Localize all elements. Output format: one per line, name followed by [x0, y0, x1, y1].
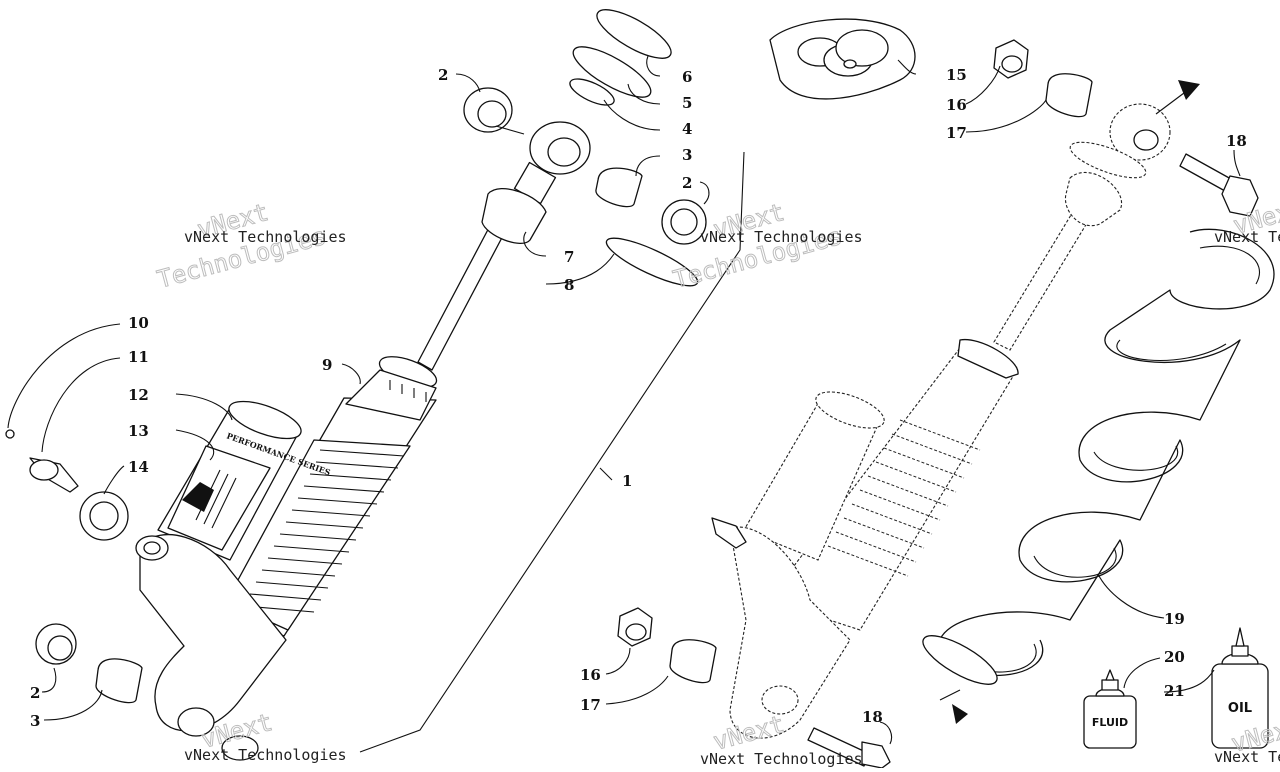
washer-4 — [569, 78, 615, 106]
bump-stop-7 — [481, 188, 547, 245]
callout-19: 19 — [1164, 610, 1185, 628]
callout-16-top: 16 — [946, 96, 967, 114]
callout-15: 15 — [946, 66, 967, 84]
body-threads — [243, 449, 405, 613]
callout-13: 13 — [128, 422, 149, 440]
svg-text:vNext Technologies: vNext Technologies — [1214, 228, 1280, 246]
right-lower-eye — [711, 517, 851, 739]
bushing-2-bottom — [35, 623, 77, 665]
screw-10 — [5, 429, 15, 439]
callout-6: 6 — [682, 68, 692, 86]
nut-5 — [572, 46, 652, 98]
callout-3-mid: 3 — [682, 146, 692, 164]
fluid-bottle-20: FLUID — [1083, 669, 1137, 749]
svg-text:vNext Technologies: vNext Technologies — [700, 228, 863, 246]
callout-1: 1 — [622, 472, 632, 490]
callout-16-bottom: 16 — [580, 666, 601, 684]
callout-10: 10 — [128, 314, 149, 332]
bolt-18-bottom — [807, 727, 891, 769]
bolt-18-top — [1179, 153, 1259, 217]
right-top-eye — [1069, 103, 1171, 179]
right-bump-stop — [1064, 171, 1123, 227]
callout-21: 21 — [1164, 682, 1185, 700]
right-reservoir — [743, 391, 885, 561]
callout-17-bottom: 17 — [580, 696, 601, 714]
nut-16-top — [993, 39, 1029, 79]
callout-17-top: 17 — [946, 124, 967, 142]
watermark-3: vNext vNext Technologies — [184, 708, 347, 764]
svg-text:vNext Technologies: vNext Technologies — [1214, 748, 1280, 766]
callout-20: 20 — [1164, 648, 1185, 666]
callout-12: 12 — [128, 386, 149, 404]
watermark-1: vNext Technologies vNext Technologies — [154, 198, 347, 295]
collar-9 — [345, 356, 438, 421]
callout-5: 5 — [682, 94, 692, 112]
plate-8 — [605, 237, 699, 287]
reservoir: PERFORMANCE SERIES — [157, 400, 332, 561]
callout-11: 11 — [128, 348, 149, 366]
lock-nut-6 — [596, 9, 672, 59]
leader-lines — [7, 55, 1241, 745]
fluid-label: FLUID — [1092, 716, 1128, 729]
dial-ring-14 — [79, 491, 129, 541]
shock-shaft — [417, 221, 507, 371]
callout-numbers: 1 2 2 2 3 3 4 5 6 7 8 9 10 11 12 13 14 1… — [30, 66, 1247, 730]
callout-2-mid: 2 — [682, 174, 692, 192]
callout-9: 9 — [322, 356, 332, 374]
right-shock-assembly — [711, 103, 1171, 739]
spacer-3-bottom — [95, 658, 143, 704]
watermark-6: vNext vNext Technologies — [1214, 712, 1280, 766]
shock-lower-eye — [135, 533, 287, 737]
callout-14: 14 — [128, 458, 149, 476]
svg-text:vNext Technologies: vNext Technologies — [184, 746, 347, 764]
callout-8: 8 — [564, 276, 574, 294]
section-arrow-bottom — [939, 689, 968, 724]
svg-text:vNext Technologies: vNext Technologies — [184, 228, 347, 246]
bushing-2-mid — [661, 199, 707, 245]
callout-7: 7 — [564, 248, 574, 266]
bolt-bottom-left — [221, 735, 259, 761]
spacer-3-mid — [595, 167, 643, 208]
oring-kit-15 — [769, 18, 916, 100]
spacer-17-bottom — [669, 639, 717, 684]
left-shock-assembly: PERFORMANCE SERIES — [135, 121, 591, 737]
callout-3-bottom: 3 — [30, 712, 40, 730]
nut-16-bottom — [617, 607, 653, 647]
oil-label: OIL — [1228, 701, 1252, 716]
callout-18-bottom: 18 — [862, 708, 883, 726]
callout-2-top: 2 — [438, 66, 448, 84]
svg-text:vNext Technologies: vNext Technologies — [700, 750, 863, 768]
section-arrow-top — [1155, 80, 1200, 115]
oil-bottle-21: OIL — [1211, 627, 1269, 749]
callout-2-bottom: 2 — [30, 684, 40, 702]
shock-body — [221, 356, 438, 637]
assembly-divider — [359, 151, 745, 753]
callout-18-top: 18 — [1226, 132, 1247, 150]
bushing-2-top — [463, 87, 513, 133]
right-shaft — [993, 209, 1091, 351]
top-eye — [513, 121, 591, 205]
adjuster-knob-11 — [29, 457, 79, 493]
coil-spring-19 — [922, 228, 1275, 685]
callout-4: 4 — [682, 120, 692, 138]
spacer-17-top — [1045, 73, 1093, 118]
